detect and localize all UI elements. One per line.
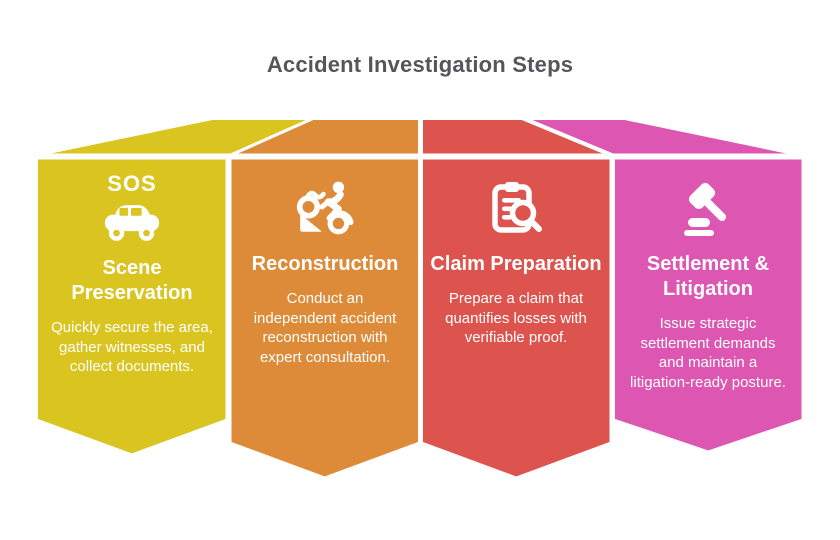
card-title: Settlement & Litigation (646, 253, 770, 300)
card-title: Claim Preparation (430, 253, 602, 275)
card-claim-preparation: Claim Preparation Prepare a claim that q… (421, 178, 611, 348)
card-description: Quickly secure the area, gather witnesse… (51, 319, 213, 375)
card-settlement-litigation: Settlement & Litigation Issue strategic … (613, 178, 803, 392)
page-title: Accident Investigation Steps (266, 52, 574, 77)
gavel-icon (678, 178, 738, 240)
card-description: Prepare a claim that quantifies losses w… (445, 290, 587, 346)
card-scene-preservation: SOS Scene Preservation Quickly secure th… (37, 172, 227, 377)
card-description: Conduct an independent accident reconstr… (253, 290, 397, 366)
banner-reconstruction (228, 156, 421, 480)
card-description: Issue strategic settlement demands and m… (630, 315, 786, 391)
banner-scene-preservation (35, 156, 229, 457)
card-title: Scene Preservation (71, 257, 193, 304)
card-title: Reconstruction (251, 253, 399, 275)
clipboard-search-icon (486, 178, 546, 240)
car-icon (103, 198, 161, 244)
banner-fold-claim-preparation (420, 117, 612, 157)
sos-badge: SOS (107, 171, 157, 196)
motorcycle-accident-icon (294, 178, 356, 240)
banner-settlement-litigation (612, 156, 805, 454)
card-reconstruction: Reconstruction Conduct an independent ac… (230, 178, 420, 367)
banner-fold-settlement-litigation (523, 117, 803, 157)
banner-claim-preparation (420, 156, 613, 480)
banner-fold-reconstruction (229, 117, 421, 157)
